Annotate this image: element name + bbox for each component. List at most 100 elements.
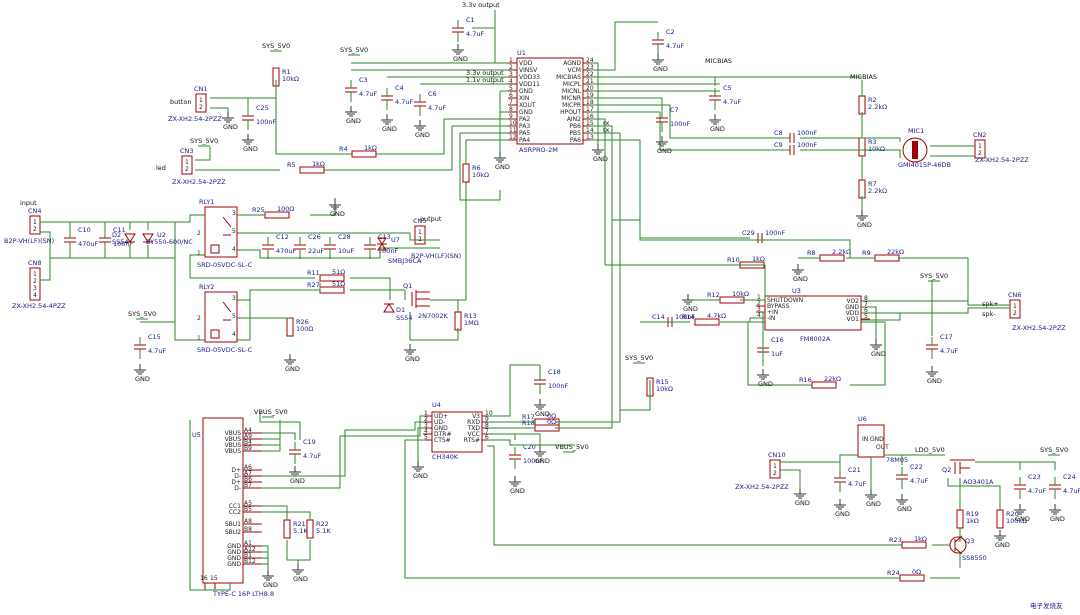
u6-pin-gnd: GND [870, 436, 884, 443]
gnd-label: GND [835, 510, 850, 518]
u3-pin-num: 6 [864, 307, 868, 314]
capacitor-c5: C54.7uF [709, 84, 741, 110]
resistor-ref: R24 [887, 569, 900, 577]
power-label-text: VBUS_5V0 [555, 443, 589, 451]
u1-pin-num: 5 [509, 85, 513, 92]
resistor-ref: R18 [522, 419, 535, 427]
u4-pin-name: DTR# [434, 431, 451, 438]
u1-pin-name: PB5 [569, 130, 581, 137]
u5-part: TYPE-C 16P LTH8.8 [212, 590, 274, 598]
gnd-label: GND [758, 380, 773, 388]
u7-value: SMBJ36CA [388, 257, 422, 265]
gnd-label: GND [223, 123, 238, 131]
connector-value: ZX-XH2.54-2PZZ [975, 156, 1029, 164]
gnd-label: GND [405, 355, 420, 363]
gnd-icon: GND [222, 112, 238, 131]
d2-value: SS54 [112, 238, 129, 246]
connector-pin: 1 [1013, 303, 1017, 310]
gnd-label: GND [382, 125, 397, 133]
u1-pin-name: PA4 [519, 137, 530, 144]
capacitor-value: 4.7uF [428, 104, 446, 112]
u4-pin-name: CTS# [434, 437, 451, 444]
u1-pin-name: GND [519, 109, 533, 116]
u1-pin-num: 6 [509, 92, 513, 99]
mic-block: MIC1 GMI4015P-46DB MICBIAS MICBIAS [705, 57, 975, 214]
gnd-label: GND [793, 275, 808, 283]
capacitor-ref: C18 [548, 368, 561, 376]
u4-pin-num: 2 [424, 416, 428, 423]
power-label-text: SYS_5V0 [190, 137, 218, 145]
connector-value: ZX-XH2.54-2PZZ [735, 483, 789, 491]
resistor-ref: R5 [287, 161, 296, 169]
resistor-ref: R22 [316, 520, 329, 528]
connector-value: B2P-VH(LF)(SN) [411, 252, 461, 260]
q1-ref: Q1 [403, 282, 412, 290]
connector-pin: 3 [33, 285, 37, 292]
u3-pin-num: 3 [757, 306, 761, 313]
u1-pin-num: 10 [509, 120, 517, 127]
gnd-label: GND [510, 487, 525, 495]
u3-pin-name: VO1 [846, 316, 859, 323]
gnd-icon: GND [656, 136, 672, 155]
u5-pin-num: B5 [244, 506, 252, 513]
u5-pin-name: SBU1 [225, 521, 241, 528]
u1-pin-name: AIN2 [567, 116, 581, 123]
capacitor-value: 4.7uF [940, 347, 958, 355]
r1-wire [275, 90, 320, 155]
capacitor-ref: C5 [723, 84, 732, 92]
resistor-value: 1kΩ [364, 144, 377, 152]
u1-pin-num: 13 [586, 134, 594, 141]
u5-pin-num: A1 [244, 540, 252, 547]
gnd-label: GND [243, 145, 258, 153]
connector-pin: 1 [199, 97, 203, 104]
capacitor-value: 1uF [771, 350, 783, 358]
capacitor-value: 470uF [78, 240, 99, 248]
capacitor-value: 100nF [256, 118, 277, 126]
resistor-value: 5.1K [293, 527, 308, 535]
gnd-icon: GND [1014, 504, 1030, 523]
capacitor-ref: C1 [466, 16, 475, 24]
u1-pin-num: 1 [509, 57, 513, 64]
resistor-value: 51Ω [332, 280, 345, 288]
u1-pin-num: 20 [586, 85, 594, 92]
u4-pin-num: 7 [485, 428, 489, 435]
resistor-ref: R19 [966, 510, 979, 518]
u4-pin-name: RTS# [464, 437, 480, 444]
capacitor-value: 100nF [548, 382, 569, 390]
resistor-ref: R27 [307, 281, 320, 289]
gnd-icon: GND [381, 114, 397, 133]
u1-pin-name: MICNL [562, 88, 582, 95]
capacitor-value: 100nF [523, 457, 544, 465]
capacitor-ref: C6 [428, 90, 437, 98]
gnd-icon: GND [345, 106, 361, 125]
capacitor-ref: C13 [378, 233, 391, 241]
connector-pin: 1 [773, 463, 777, 470]
power-label-text: SYS_5V0 [920, 272, 948, 280]
power-label: VBUS_5V0 [555, 443, 589, 453]
u5-pin-name: D+ [231, 479, 241, 486]
capacitor-ref: C20 [523, 443, 536, 451]
capacitor-value: 4.7uF [303, 452, 321, 460]
u4-pin-name: V3 [472, 413, 480, 420]
resistor-ref: R26 [296, 318, 309, 326]
resistor-ref: R17 [522, 413, 535, 421]
